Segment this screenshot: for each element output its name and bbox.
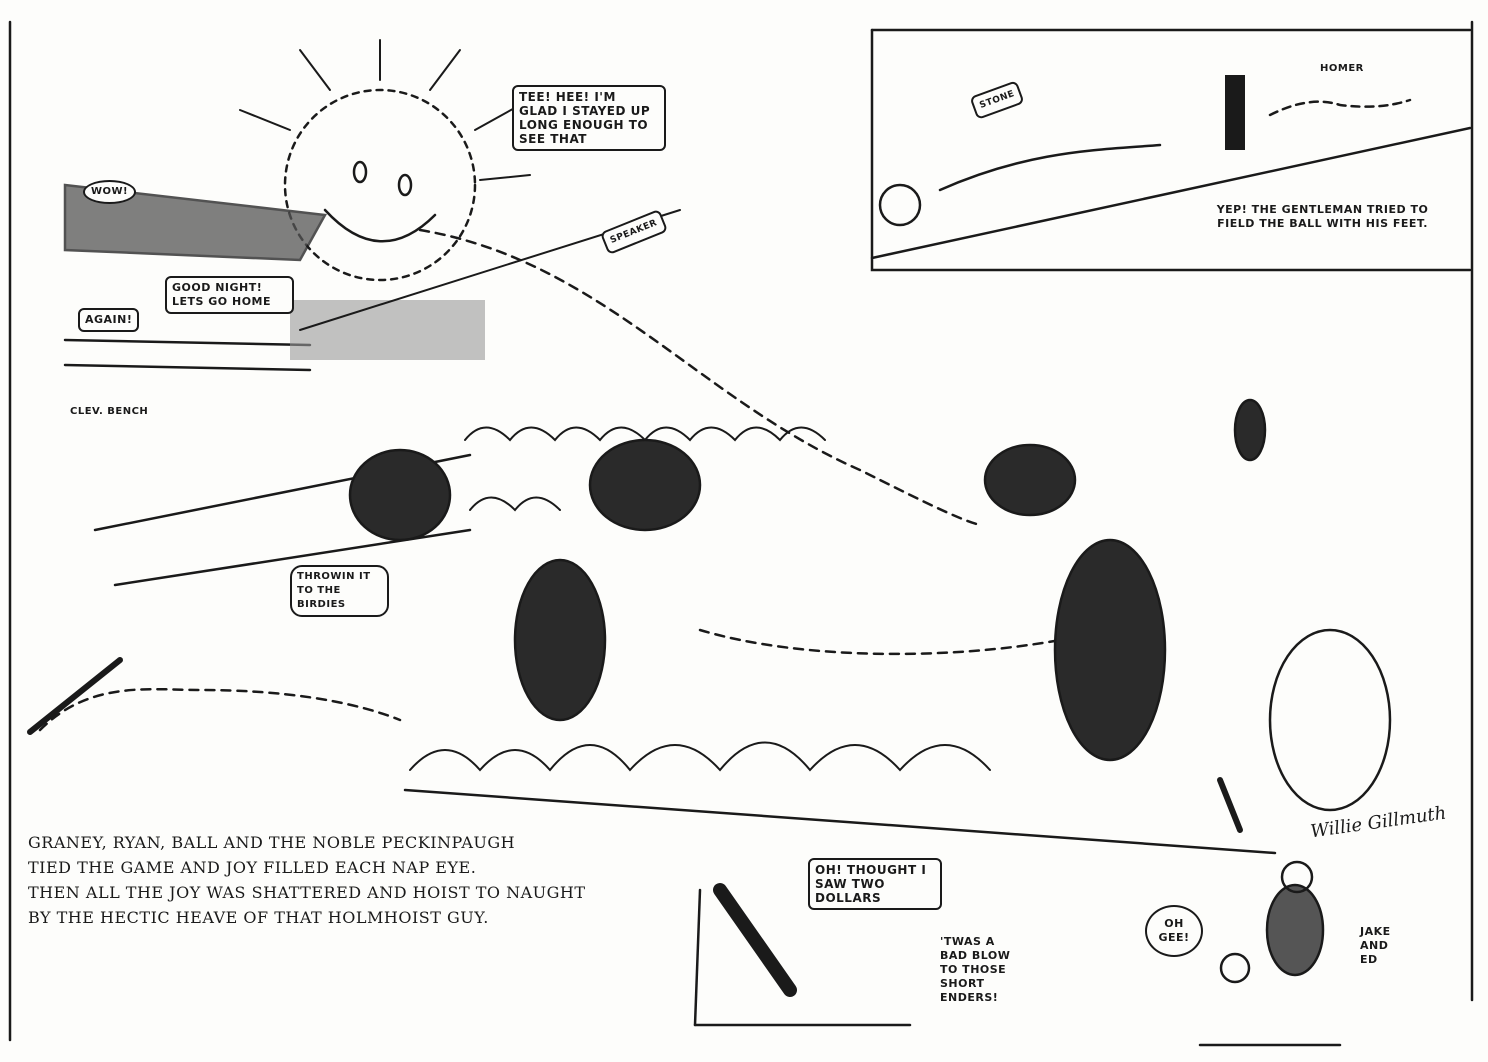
player-figure [983, 443, 1077, 517]
inset-panel [870, 28, 1472, 272]
ball-path [698, 628, 1062, 656]
wow-speech-bubble: Wow! [83, 180, 137, 204]
bench-label: Clev. Bench [70, 406, 149, 417]
oh-gee-speech-bubble: Oh Gee! [1145, 905, 1203, 957]
players [348, 398, 1267, 762]
homer-label: Homer [1320, 63, 1364, 74]
player-figure [588, 438, 702, 532]
bat-drawing [27, 657, 123, 735]
bat-path [38, 687, 402, 732]
sun-drawing [239, 39, 531, 282]
inset-caption: Yep! The gentleman tried to field the ba… [1216, 203, 1429, 230]
runner-figure [1217, 628, 1392, 833]
field-line [403, 788, 1277, 855]
jake-and-ed-note: Jake and Ed [1360, 925, 1391, 966]
player-figure [1053, 538, 1167, 762]
grandstand [63, 183, 681, 372]
ball-path [418, 228, 982, 527]
player-figure [1233, 398, 1267, 462]
player-figure [348, 448, 452, 542]
throwin-speech-bubble: Throwin it to the birdies [290, 565, 389, 617]
good-night-speech-bubble: Good night! Lets go home [165, 276, 294, 314]
fallen-player-vignette [693, 883, 912, 1027]
player-figure [513, 558, 607, 722]
oh-thought-speech-bubble: Oh! Thought I saw two dollars [808, 858, 942, 910]
sun-speech-bubble: Tee! Hee! I'm glad I stayed up long enou… [512, 85, 666, 151]
short-enders-note: 'Twas a bad blow to those short enders! [940, 935, 1011, 1004]
jake-and-ed-vignette [1198, 860, 1342, 1047]
main-caption: Graney, Ryan, Ball and the noble Peckinp… [28, 833, 586, 927]
again-speech-bubble: Again! [78, 308, 140, 332]
